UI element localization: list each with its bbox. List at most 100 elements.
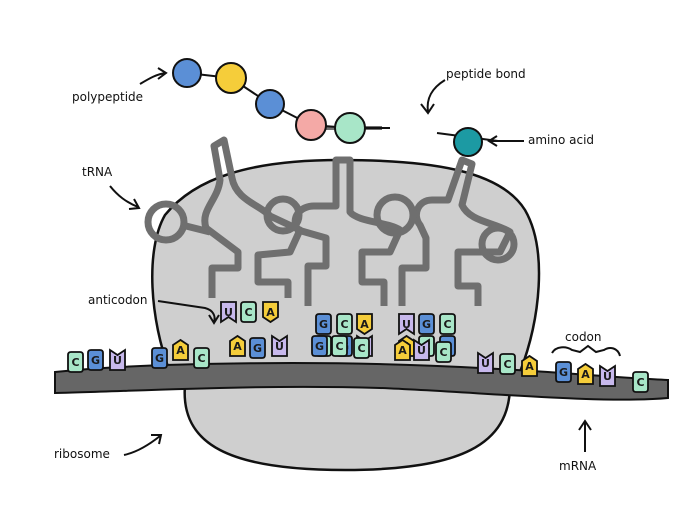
base-letter: U	[603, 370, 612, 383]
base-shape	[311, 335, 328, 357]
polypeptide-residue-5	[334, 112, 366, 144]
base-letter: G	[559, 366, 568, 379]
polypeptide-chain	[172, 58, 390, 144]
base-shape	[249, 337, 266, 359]
polypeptide-residue-1	[172, 58, 202, 88]
base-letter: C	[357, 342, 365, 355]
base-shape	[315, 313, 332, 335]
mrna-base-6: C	[193, 347, 210, 369]
mrna-base-4: G	[151, 347, 168, 369]
label-amino-acid: amino acid	[528, 133, 594, 147]
base-shape	[87, 349, 104, 371]
mrna-base-14: U	[413, 338, 430, 361]
base-letter: G	[155, 352, 164, 365]
mrna-base-11: C	[331, 335, 348, 357]
mrna-base-19: G	[555, 361, 572, 383]
arrow-polypeptide	[139, 67, 168, 85]
mrna-base-22: C	[632, 371, 649, 393]
base-letter: G	[315, 340, 324, 353]
base-letter: A	[176, 344, 185, 357]
base-shape	[521, 354, 538, 377]
base-letter: A	[398, 344, 407, 357]
mrna-base-7: A	[229, 334, 246, 357]
base-shape	[439, 313, 456, 335]
base-shape	[477, 351, 494, 374]
mrna-base-8: G	[249, 337, 266, 359]
base-letter: A	[266, 306, 275, 319]
mrna-base-13: A	[394, 338, 411, 361]
base-letter: U	[224, 306, 233, 319]
anticodon-base-2-top-1: G	[315, 313, 332, 335]
label-polypeptide: polypeptide	[72, 90, 143, 104]
base-letter: C	[340, 318, 348, 331]
mrna-base-21: U	[599, 364, 616, 387]
polypeptide-residue-2	[215, 62, 247, 94]
base-letter: G	[91, 354, 100, 367]
base-letter: G	[422, 318, 431, 331]
base-shape	[418, 313, 435, 335]
base-shape	[240, 301, 257, 323]
base-shape	[435, 341, 452, 363]
label-peptide-bond: peptide bond	[446, 67, 526, 81]
base-shape	[151, 347, 168, 369]
mrna-base-2: G	[87, 349, 104, 371]
anticodon-base-2-top-3: A	[356, 313, 373, 336]
anticodon-base-3-top-3: C	[439, 313, 456, 335]
base-shape	[193, 347, 210, 369]
polypeptide-residue-3	[255, 89, 285, 119]
base-letter: C	[244, 306, 252, 319]
arrow-mrna	[578, 419, 592, 452]
base-letter: U	[402, 318, 411, 331]
mrna-base-18: A	[521, 354, 538, 377]
base-letter: A	[233, 340, 242, 353]
trna-group	[144, 126, 518, 306]
base-letter: U	[275, 340, 284, 353]
base-letter: C	[197, 352, 205, 365]
base-letter: U	[481, 357, 490, 370]
mrna-base-16: U	[477, 351, 494, 374]
base-shape	[577, 362, 594, 385]
anticodon-base-1-top-1: U	[220, 301, 237, 324]
trna-3-side-loop	[478, 224, 518, 264]
base-shape	[413, 338, 430, 361]
amino-acid	[453, 127, 483, 157]
mrna-base-15: C	[435, 341, 452, 363]
label-ribosome: ribosome	[54, 447, 110, 461]
arrow-trna	[109, 185, 141, 210]
label-trna: tRNA	[82, 165, 113, 179]
arrow-peptide-bond	[420, 79, 446, 115]
arrow-amino-acid	[487, 135, 524, 147]
base-letter: G	[319, 318, 328, 331]
base-letter: U	[113, 354, 122, 367]
trna-2-loop	[263, 195, 303, 235]
base-shape	[353, 337, 370, 359]
anticodon-base-3-top-1: U	[398, 313, 415, 336]
base-letter: A	[525, 360, 534, 373]
base-letter: C	[439, 346, 447, 359]
base-letter: A	[581, 368, 590, 381]
base-shape	[67, 351, 84, 373]
mrna-base-5: A	[172, 338, 189, 361]
mrna-base-20: A	[577, 362, 594, 385]
base-shape	[632, 371, 649, 393]
label-mrna: mRNA	[559, 459, 597, 473]
label-anticodon: anticodon	[88, 293, 148, 307]
anticodon-base-1-top-3: A	[262, 301, 279, 324]
arrow-ribosome	[123, 434, 163, 456]
base-letter: C	[443, 318, 451, 331]
base-shape	[599, 364, 616, 387]
base-shape	[271, 334, 288, 357]
base-shape	[172, 338, 189, 361]
base-letter: C	[636, 376, 644, 389]
base-letter: U	[417, 344, 426, 357]
base-shape	[356, 313, 373, 336]
base-letter: G	[253, 342, 262, 355]
mrna-base-3: U	[109, 348, 126, 371]
anticodon-base-3-top-2: G	[418, 313, 435, 335]
mrna-base-17: C	[499, 353, 516, 375]
base-letter: C	[71, 356, 79, 369]
base-shape	[220, 301, 237, 324]
mrna-base-12: C	[353, 337, 370, 359]
